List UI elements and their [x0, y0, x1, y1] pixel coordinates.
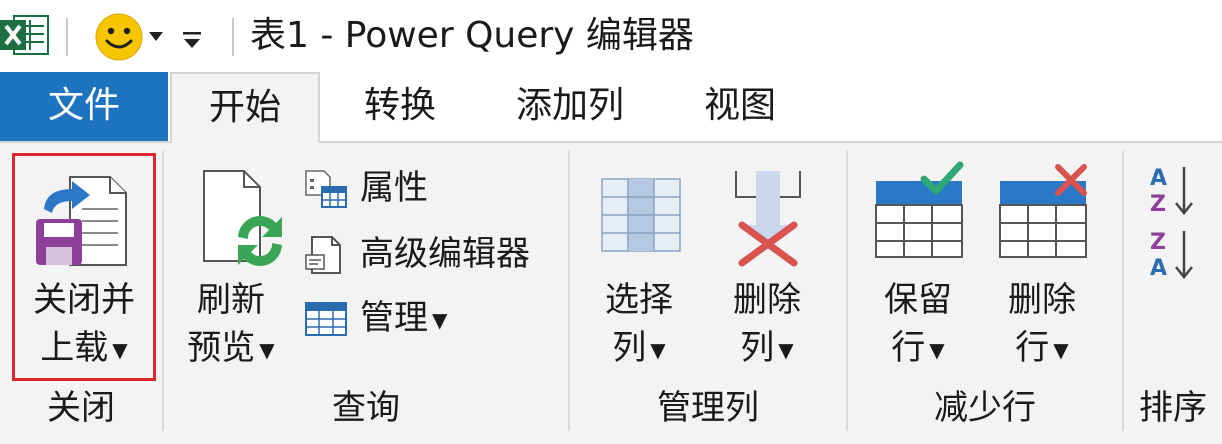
dropdown-arrow-icon: ▼ [432, 307, 448, 332]
remove-rows-icon [999, 164, 1087, 258]
choose-columns-label: 选择 [605, 280, 673, 320]
remove-columns-label: 删除 [733, 280, 801, 320]
close-and-load-label: 关闭并 [33, 280, 135, 320]
dropdown-arrow-icon: ▼ [112, 337, 128, 362]
choose-columns-button[interactable]: 选择 列▼ [584, 155, 694, 377]
remove-columns-icon [735, 171, 801, 267]
tab-home[interactable]: 开始 [170, 72, 320, 144]
smiley-feedback-icon[interactable] [94, 12, 144, 62]
tab-view[interactable]: 视图 [703, 85, 776, 126]
refresh-preview-button[interactable]: 刷新 预览▼ [176, 155, 286, 377]
title-separator [232, 18, 234, 56]
remove-columns-label-2: 列▼ [740, 328, 794, 368]
chevron-down-icon[interactable] [148, 30, 164, 42]
group-separator [162, 151, 164, 431]
customize-quick-access-icon[interactable] [180, 24, 204, 52]
refresh-preview-label-2: 预览▼ [187, 328, 275, 368]
properties-button[interactable]: 属性 [304, 163, 564, 213]
advanced-editor-label: 高级编辑器 [360, 234, 530, 274]
title-bar: 表1 - Power Query 编辑器 [0, 0, 1222, 72]
remove-rows-label: 删除 [1008, 280, 1076, 320]
remove-rows-label-2: 行▼ [1015, 328, 1069, 368]
group-separator [846, 151, 848, 431]
table-icon [305, 302, 347, 336]
remove-columns-button[interactable]: 删除 列▼ [712, 155, 822, 377]
ribbon-home: 关闭并 上载▼ 关闭 刷新 预览▼ 属性 [0, 143, 1222, 444]
choose-columns-label-2: 列▼ [612, 328, 666, 368]
dropdown-arrow-icon: ▼ [778, 337, 794, 362]
group-label-reduce-rows: 减少行 [934, 388, 1036, 428]
manage-button[interactable]: 管理▼ [304, 293, 484, 343]
excel-icon[interactable] [0, 14, 50, 56]
svg-text:A: A [1150, 256, 1167, 281]
keep-rows-label: 保留 [884, 280, 952, 320]
keep-rows-icon [875, 161, 964, 258]
properties-label: 属性 [360, 168, 428, 208]
manage-label: 管理▼ [360, 298, 448, 338]
tabs-divider [0, 141, 170, 143]
group-label-query: 查询 [332, 388, 400, 428]
close-and-load-label-2: 上载▼ [40, 328, 128, 368]
refresh-preview-label: 刷新 [197, 280, 265, 320]
group-label-manage-columns: 管理列 [657, 388, 759, 428]
group-label-close: 关闭 [47, 388, 115, 428]
highlight-annotation [12, 153, 156, 381]
group-separator [568, 151, 570, 431]
dropdown-arrow-icon: ▼ [650, 337, 666, 362]
dropdown-arrow-icon: ▼ [1053, 337, 1069, 362]
tab-transform[interactable]: 转换 [363, 85, 436, 126]
svg-text:Z: Z [1150, 192, 1166, 217]
ribbon-tabs: 文件 开始 转换 添加列 视图 [0, 72, 1222, 144]
group-label-sort: 排序 [1139, 388, 1207, 428]
tab-file[interactable]: 文件 [0, 72, 168, 142]
dropdown-arrow-icon: ▼ [929, 337, 945, 362]
remove-rows-button[interactable]: 删除 行▼ [986, 155, 1098, 377]
svg-text:A: A [1150, 166, 1167, 191]
title-separator [66, 18, 68, 56]
group-separator [1122, 151, 1124, 431]
sort-ascending-icon[interactable]: A Z [1148, 163, 1196, 219]
keep-rows-label-2: 行▼ [891, 328, 945, 368]
advanced-editor-button[interactable]: 高级编辑器 [304, 229, 564, 279]
keep-rows-button[interactable]: 保留 行▼ [862, 155, 974, 377]
choose-columns-icon [601, 178, 681, 252]
tab-add-column[interactable]: 添加列 [515, 85, 624, 126]
refresh-icon [203, 170, 282, 266]
svg-text:Z: Z [1150, 230, 1166, 255]
close-and-load-button[interactable]: 关闭并 上载▼ [14, 155, 154, 377]
properties-icon [305, 170, 347, 208]
dropdown-arrow-icon: ▼ [259, 337, 275, 362]
close-and-load-icon [36, 176, 127, 266]
tabs-divider [320, 141, 1222, 143]
window-title: 表1 - Power Query 编辑器 [250, 15, 694, 56]
sort-descending-icon[interactable]: Z A [1148, 227, 1196, 283]
advanced-editor-icon [305, 236, 341, 274]
